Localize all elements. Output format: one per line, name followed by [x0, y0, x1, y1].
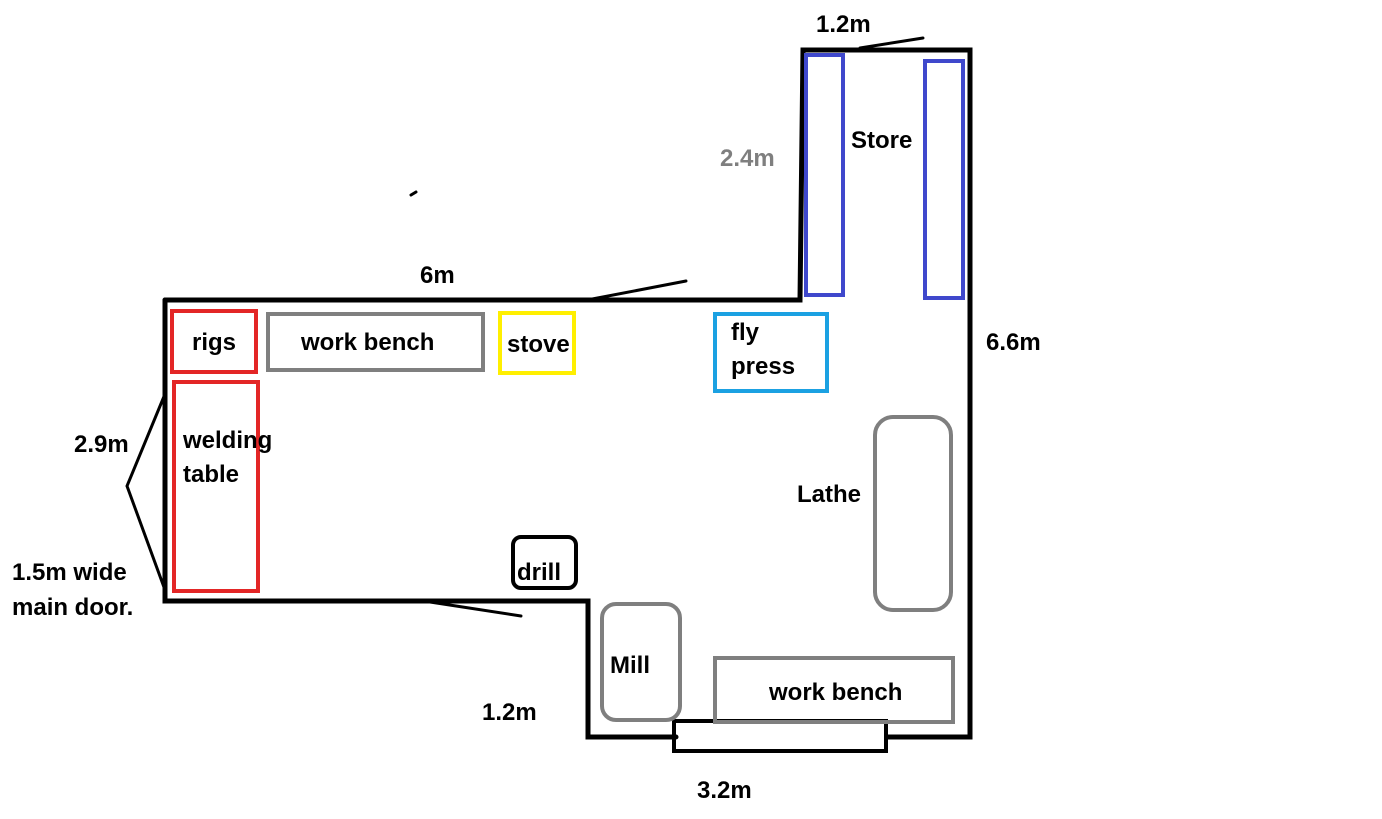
- rigs-box: [170, 309, 258, 374]
- stove-box: [498, 311, 576, 375]
- pointer-store-width: [858, 36, 925, 50]
- fly-press-label-line2: press: [731, 353, 795, 380]
- work-bench-bottom-box: [713, 656, 955, 724]
- dim-bottom-wall: 3.2m: [697, 777, 752, 804]
- door-label-line2: main door.: [12, 594, 133, 621]
- pointer-lines: [125, 36, 925, 618]
- fly-press-label-line1: fly: [731, 319, 760, 346]
- stove-label: stove: [507, 331, 570, 358]
- lathe-label: Lathe: [797, 481, 861, 508]
- drill-box: [511, 535, 578, 590]
- store-right-shelf: [923, 59, 965, 300]
- dim-store-width: 1.2m: [816, 11, 871, 38]
- pointer-top-wall: [585, 279, 688, 302]
- pointer-bottom-left: [428, 600, 523, 618]
- mill-box: [600, 602, 682, 722]
- fly-press-box: [713, 312, 829, 393]
- store-left-shelf: [804, 53, 845, 297]
- rigs-label: rigs: [192, 329, 236, 356]
- drill-label: drill: [517, 559, 561, 586]
- welding-table-label-line2: table: [183, 461, 239, 488]
- store-label: Store: [851, 127, 912, 154]
- lathe-box: [873, 415, 953, 612]
- dim-left-wall: 2.9m: [74, 431, 129, 458]
- stray-mark: [409, 190, 418, 197]
- dim-right-wall: 6.6m: [986, 329, 1041, 356]
- lower-wall: [162, 297, 679, 740]
- outer-wall: [162, 47, 973, 740]
- mill-label: Mill: [610, 652, 650, 679]
- welding-table-label-line1: welding: [182, 427, 272, 454]
- bottom-opening: [672, 719, 888, 753]
- work-bench-top-box: [266, 312, 485, 372]
- pointer-door: [125, 392, 167, 592]
- dim-store-height: 2.4m: [720, 145, 775, 172]
- door-label-line1: 1.5m wide: [12, 559, 127, 586]
- dim-lower-step: 1.2m: [482, 699, 537, 726]
- work-bench-bottom-label: work bench: [768, 679, 902, 706]
- work-bench-top-label: work bench: [300, 329, 434, 356]
- walls: [162, 47, 973, 740]
- dim-top-wall: 6m: [420, 262, 455, 289]
- welding-table-box: [172, 380, 260, 593]
